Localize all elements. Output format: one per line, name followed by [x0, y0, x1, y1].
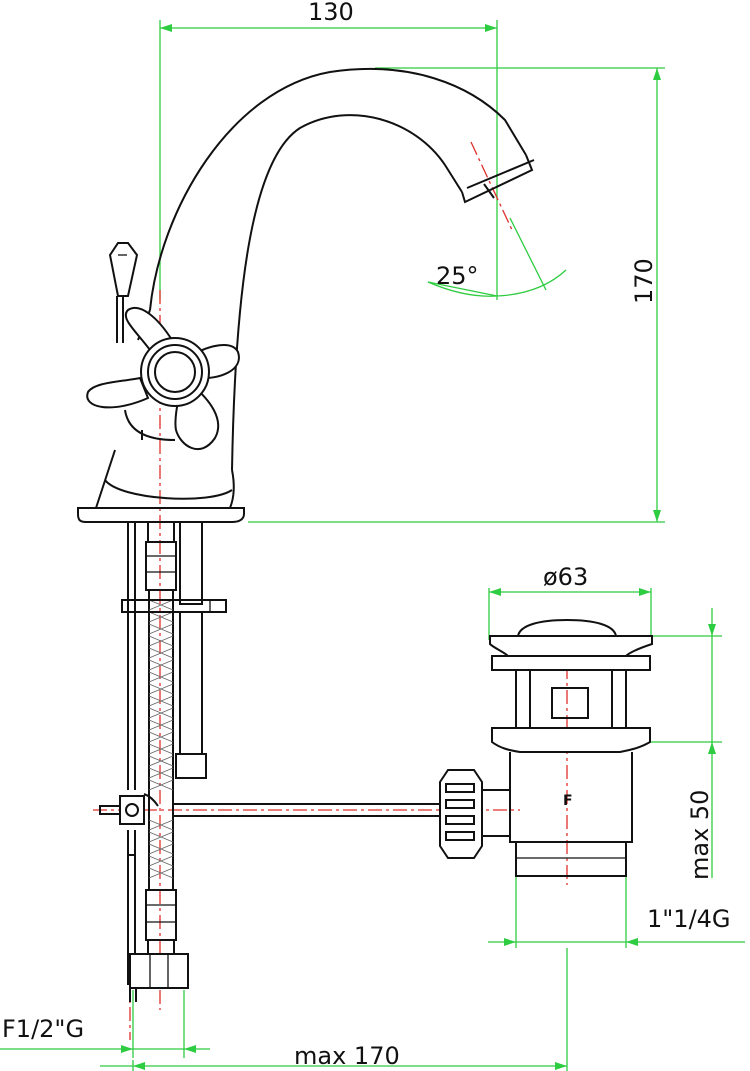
- dimension-max-50: max 50: [686, 790, 714, 880]
- dimension-max-170: max 170: [294, 1042, 400, 1070]
- dimension-170-height: 170: [630, 258, 658, 304]
- dimension-inlet-thread: F1/2"G: [2, 1015, 84, 1043]
- popup-lever: [108, 242, 139, 343]
- supply-hoses: [121, 521, 227, 1002]
- dimension-labels: 130 170 25° ø63 max 50 1"1/4G F1/2"G max…: [2, 0, 731, 1070]
- faucet-body: [77, 68, 535, 523]
- popup-link-rod: [99, 793, 440, 825]
- waste-assembly: F: [439, 618, 653, 877]
- dimension-diameter: ø63: [543, 563, 588, 591]
- dimension-waste-thread: 1"1/4G: [647, 905, 731, 933]
- dimension-lines: [0, 20, 745, 1071]
- cross-handle: [86, 307, 240, 451]
- dimension-130: 130: [308, 0, 354, 26]
- waste-mark: F: [563, 793, 573, 809]
- dimension-angle: 25°: [436, 262, 479, 290]
